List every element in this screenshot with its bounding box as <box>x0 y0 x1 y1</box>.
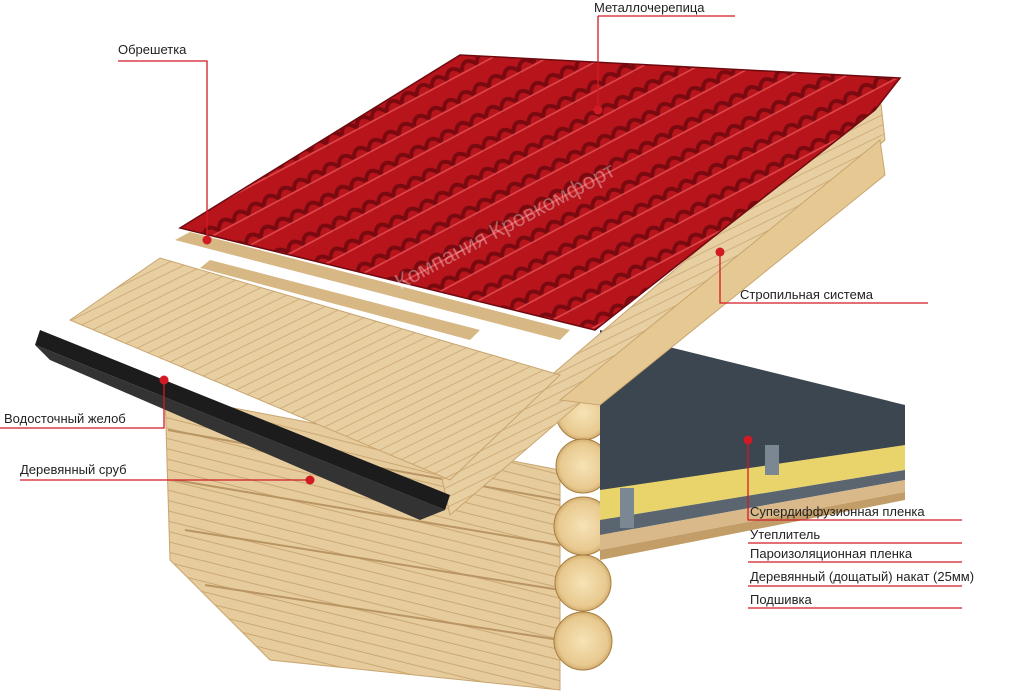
label-ceiling-lining: Подшивка <box>750 592 812 607</box>
metal-tile-roof <box>178 54 902 331</box>
leader-dots <box>159 105 753 485</box>
label-log-house: Деревянный сруб <box>20 462 127 477</box>
gutter <box>35 330 450 520</box>
battens <box>175 232 570 340</box>
eave-overhang <box>68 257 561 481</box>
label-metal-tile: Металлочерепица <box>594 0 705 15</box>
leader-lines <box>0 15 962 609</box>
label-gutter: Водосточный желоб <box>4 411 126 426</box>
label-batten: Обрешетка <box>118 42 187 57</box>
label-insulation: Утеплитель <box>750 527 821 542</box>
label-superdiffusion-membrane: Супердиффузионная пленка <box>750 504 925 519</box>
label-rafter-system: Стропильная система <box>740 287 873 302</box>
label-vapor-barrier: Пароизоляционная пленка <box>750 546 913 561</box>
label-wooden-deck: Деревянный (дощатый) накат (25мм) <box>750 569 975 584</box>
ceiling-layers <box>600 330 905 560</box>
